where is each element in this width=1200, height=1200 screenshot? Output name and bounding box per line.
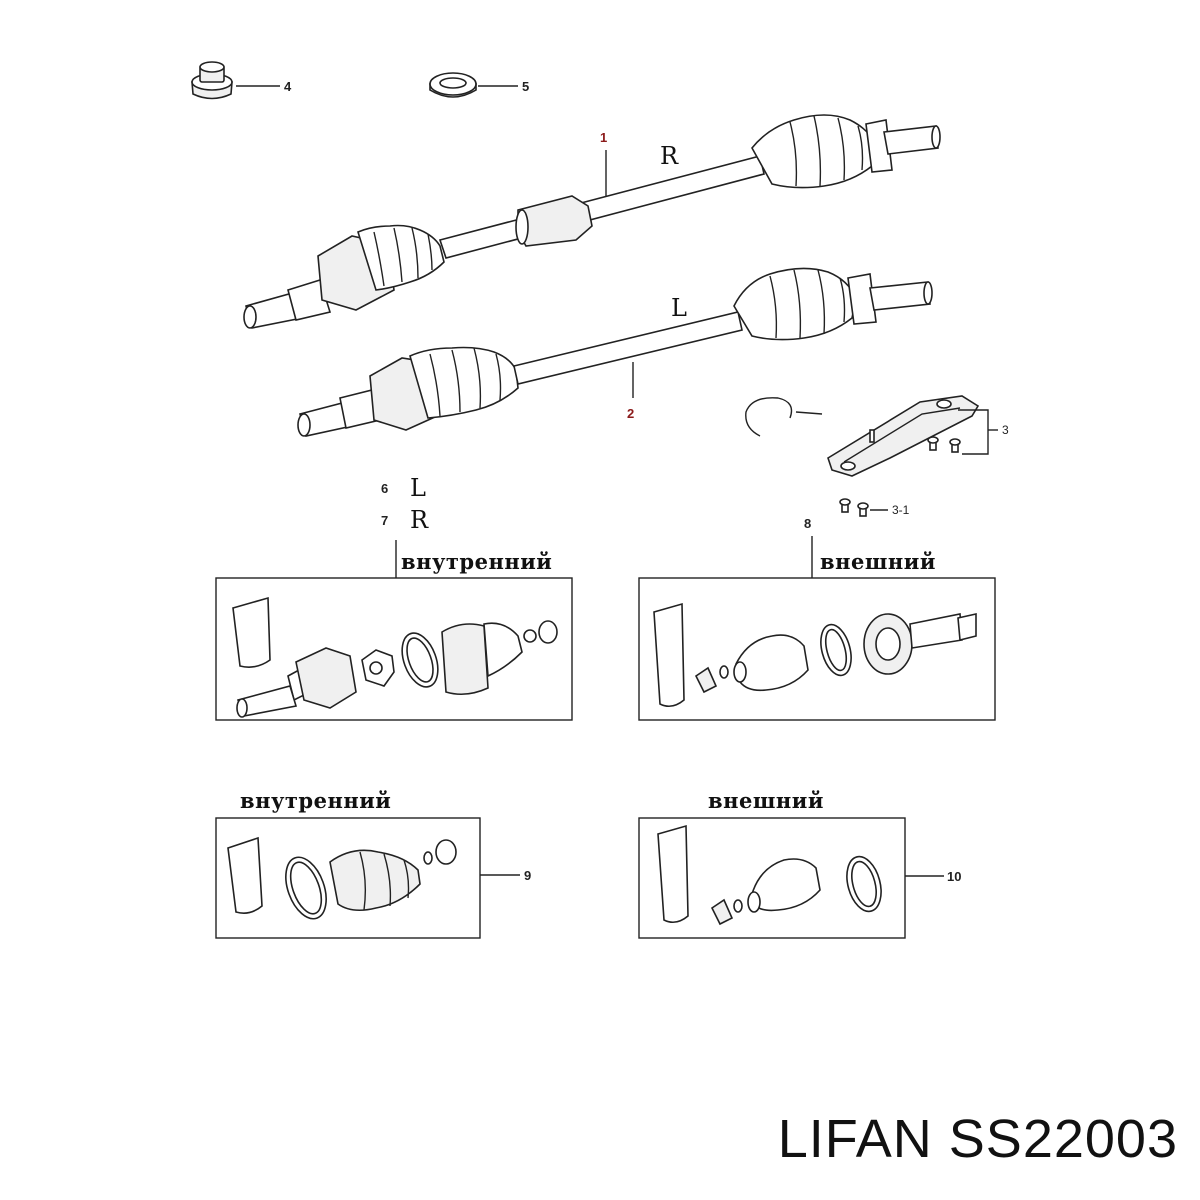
callout-4: 4 [284,79,292,94]
part-number-caption: LIFAN SS22003 [777,1109,1178,1169]
inner-joint-kit-box-top [215,577,573,721]
callout-7: 7 [381,513,388,528]
washer-part-5 [429,72,518,98]
inner-boot-kit-parts-bottom [227,836,520,920]
callout-3: 3 [1002,423,1009,437]
side-label-shaft-1: R [660,142,679,170]
kit-title-outer-top: внешний [820,549,936,574]
outer-joint-kit-box-top [638,577,996,721]
kit-title-inner-top: внутренний [401,549,552,574]
side-label-kit-6: L [410,474,426,502]
kit-title-outer-bottom: внешний [708,788,824,813]
callout-5: 5 [522,79,529,94]
outer-joint-kit-parts-top [653,602,977,708]
inner-boot-kit-box-bottom [215,817,481,939]
outer-boot-kit-parts-bottom [657,824,944,926]
callout-8: 8 [804,516,811,531]
callout-2: 2 [627,406,634,421]
side-label-kit-7: R [410,506,429,534]
nut-part-4 [191,61,280,100]
callout-1: 1 [600,130,607,145]
support-bracket-part-3 [827,395,998,517]
drive-shaft-right-part-1 [243,114,941,329]
outer-boot-kit-box-bottom [638,817,906,939]
callout-3-1: 3-1 [892,503,910,517]
drive-shaft-left-part-2 [297,267,933,437]
callout-10: 10 [947,869,961,884]
callout-9: 9 [524,868,531,883]
side-label-shaft-2: L [671,294,687,322]
callout-6: 6 [381,481,388,496]
kit-title-inner-bottom: внутренний [240,788,391,813]
snap-ring [745,397,823,437]
inner-joint-kit-parts-top [232,596,558,718]
